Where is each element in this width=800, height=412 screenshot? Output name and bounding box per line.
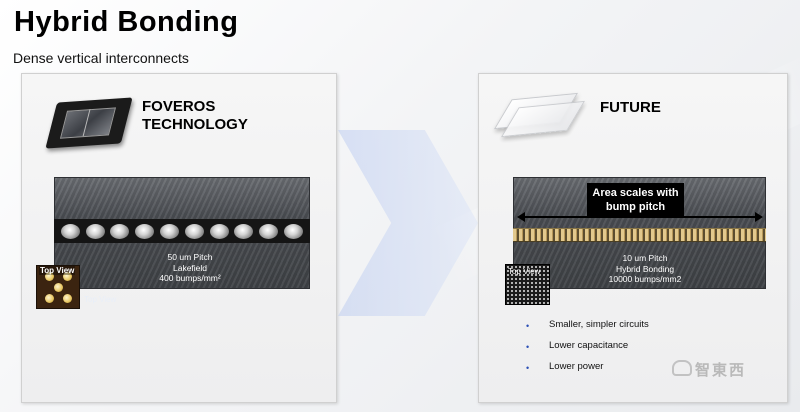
bullet-icon: • — [526, 342, 530, 352]
hybrid-top-view-label: Top View — [508, 267, 541, 276]
pad — [45, 294, 54, 303]
pad — [45, 272, 54, 281]
foveros-chip-icon — [45, 97, 133, 149]
bump — [234, 223, 254, 239]
hybrid-top-view-image — [505, 264, 550, 305]
foveros-product: Lakefield — [172, 262, 208, 273]
callout-line2: bump pitch — [605, 201, 666, 213]
bump — [110, 223, 130, 239]
foveros-specs: 50 um Pitch Lakefield 400 bumps/mm² — [150, 252, 230, 284]
foveros-heading-line2: TECHNOLOGY — [142, 116, 248, 133]
list-item-text: Lower capacitance — [549, 340, 629, 351]
foveros-bump-row — [54, 219, 310, 243]
callout-line1: Area scales with — [592, 187, 679, 199]
slide-title: Hybrid Bonding — [14, 6, 239, 38]
bump — [85, 223, 105, 239]
bump — [259, 223, 279, 239]
future-benefits-list: • Smaller, simpler circuits • Lower capaci… — [519, 318, 649, 381]
list-item: • Lower power — [519, 360, 649, 381]
list-item: • Lower capacitance — [519, 339, 649, 360]
bump — [135, 223, 155, 239]
foveros-density: 400 bumps/mm² — [159, 273, 221, 283]
pad — [63, 272, 72, 281]
bullet-icon: • — [526, 363, 530, 373]
watermark-icon — [672, 360, 692, 376]
slide-subtitle: Dense vertical interconnects — [13, 50, 189, 66]
hybrid-density: 10000 bumps/mm2 — [608, 274, 682, 284]
hybrid-pitch: 10 um Pitch — [622, 253, 668, 263]
bump — [209, 223, 229, 239]
hybrid-specs: 10 um Pitch Hybrid Bonding 10000 bumps/m… — [590, 253, 700, 285]
foveros-pitch: 50 um Pitch — [167, 252, 213, 262]
foveros-top-view-label: Top View — [39, 266, 76, 275]
chevron-arrow-icon — [338, 130, 478, 316]
area-scales-callout: Area scales with bump pitch — [587, 183, 684, 216]
foveros-top-view-caption: Top View — [84, 295, 117, 304]
pad — [54, 283, 63, 292]
bump — [60, 223, 80, 239]
list-item-text: Lower power — [549, 361, 604, 372]
bump — [160, 223, 180, 239]
hybrid-method: Hybrid Bonding — [615, 263, 675, 274]
watermark: 智東西 — [695, 362, 747, 379]
future-heading: FUTURE — [600, 99, 661, 116]
list-item-text: Smaller, simpler circuits — [549, 319, 649, 330]
bullet-icon: • — [526, 321, 530, 331]
list-item: • Smaller, simpler circuits — [519, 318, 649, 339]
foveros-heading: FOVEROS TECHNOLOGY — [142, 98, 292, 134]
hybrid-bump-row — [513, 228, 766, 242]
foveros-heading-line1: FOVEROS — [142, 98, 216, 115]
double-arrow-icon — [517, 212, 763, 222]
pad — [63, 294, 72, 303]
foveros-top-view-image — [36, 265, 80, 309]
bump — [284, 223, 304, 239]
bump — [184, 223, 204, 239]
